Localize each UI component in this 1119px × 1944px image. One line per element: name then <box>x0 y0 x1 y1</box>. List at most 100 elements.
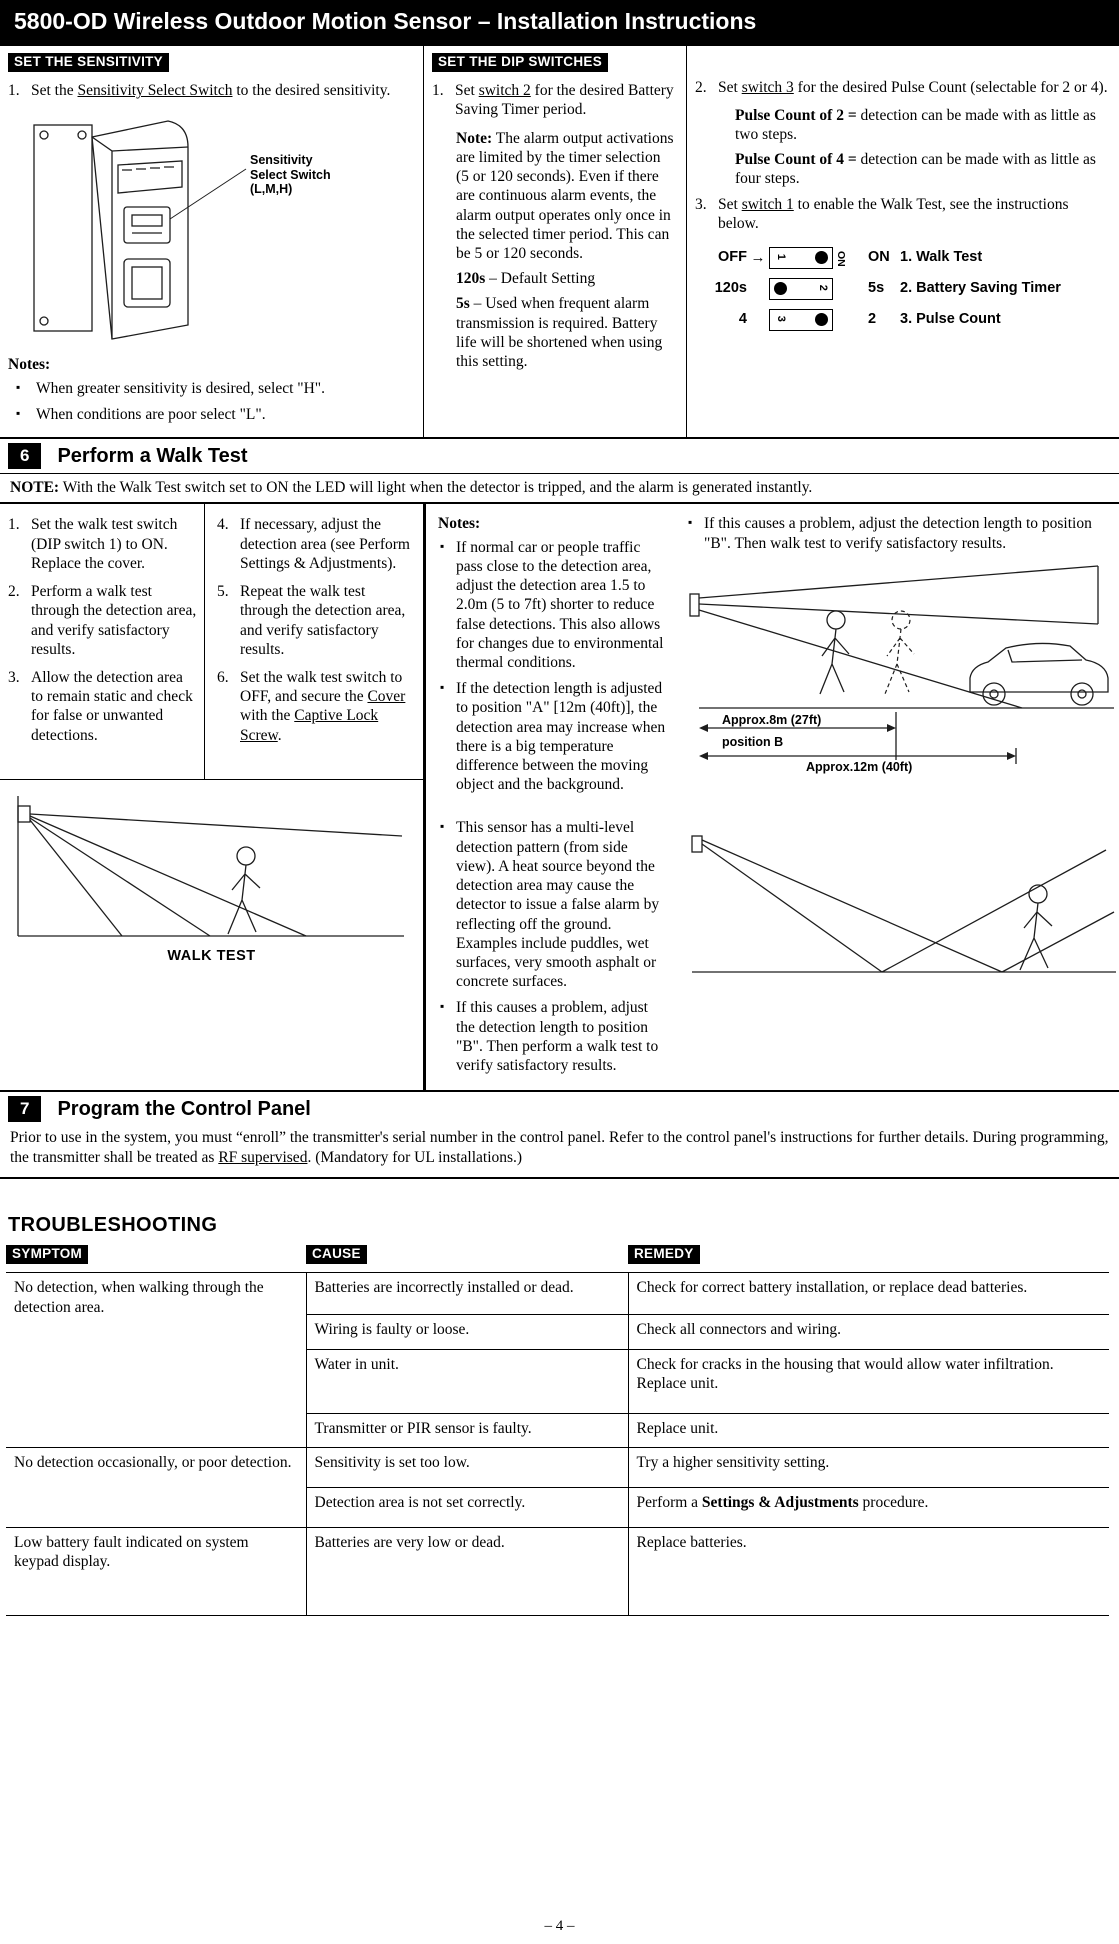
dip-switches-section-right: 2. Set switch 3 for the desired Pulse Co… <box>687 46 1119 438</box>
table-row: Transmitter or PIR sensor is faulty. Rep… <box>6 1413 1109 1448</box>
step-number: 1. <box>8 82 20 100</box>
table-row: Water in unit. Check for cracks in the h… <box>6 1349 1109 1414</box>
walk-note-3: If this causes a problem, adjust the det… <box>686 514 1115 552</box>
section-7-number: 7 <box>8 1096 42 1123</box>
side-view-note-2: If this causes a problem, adjust the det… <box>438 998 666 1075</box>
dip-step-1: 1. Set switch 2 for the desired Battery … <box>432 82 674 119</box>
remedy-cell: Try a higher sensitivity setting. <box>627 1447 1109 1488</box>
section-6-header: 6 Perform a Walk Test <box>0 437 1119 473</box>
walk-notes-col: Notes: If normal car or people traffic p… <box>423 504 676 1091</box>
troubleshooting-header-row: SYMPTOM CAUSE REMEDY <box>6 1243 1109 1274</box>
side-view-diagram <box>686 820 1116 985</box>
pulse-count-2: Pulse Count of 2 = detection can be made… <box>735 106 1096 143</box>
troubleshooting-table: SYMPTOM CAUSE REMEDY No detection, when … <box>6 1243 1109 1616</box>
walk-diagrams-col: If this causes a problem, adjust the det… <box>676 504 1119 1090</box>
switch-2-dot <box>774 282 787 296</box>
symptom-cell: Low battery fault indicated on system ke… <box>6 1527 306 1616</box>
set-sensitivity-section: SET THE SENSITIVITY 1. Set the Sensitivi… <box>0 45 424 438</box>
remedy-header: REMEDY <box>628 1244 700 1265</box>
dip-step-3: 3. Set switch 1 to enable the Walk Test,… <box>695 195 1069 232</box>
side-view-drawing <box>691 835 1116 973</box>
table-row: Detection area is not set correctly. Per… <box>6 1487 1109 1528</box>
program-section: 7 Program the Control Panel Prior to use… <box>0 1090 1119 1179</box>
walk-test-drawing <box>17 796 404 937</box>
table-row: No detection, when walking through the d… <box>6 1272 1109 1448</box>
sensitivity-note-2: When conditions are poor select "L". <box>8 405 413 424</box>
set-dip-switches-tag: SET THE DIP SWITCHES <box>432 52 609 73</box>
on-vertical-label: ON <box>835 250 848 267</box>
dip-note: Note: The alarm output activations are l… <box>456 129 674 262</box>
walk-step-4: 4.If necessary, adjust the detection are… <box>217 516 410 572</box>
walk-test-caption: WALK TEST <box>167 948 256 965</box>
cause-cell: Batteries are incorrectly installed or d… <box>305 1272 628 1316</box>
section-6-number: 6 <box>8 443 42 470</box>
dip-5s-setting: 5s – Used when frequent alarm transmissi… <box>456 295 663 371</box>
remedy-cell: Replace unit. <box>627 1413 1109 1448</box>
symptom-header: SYMPTOM <box>6 1244 89 1265</box>
table-row: Wiring is faulty or loose. Check all con… <box>6 1314 1109 1350</box>
dip-switch-3: 3 <box>769 309 833 332</box>
remedy-cell: Perform a Settings & Adjustments procedu… <box>627 1487 1109 1528</box>
symptom-cell: No detection, when walking through the d… <box>6 1272 306 1448</box>
switch-1-dot <box>815 251 828 265</box>
remedy-cell: Check for correct battery installation, … <box>627 1272 1109 1316</box>
motion-sensor-drawing <box>33 120 247 341</box>
walk-test-body: 1.Set the walk test switch (DIP switch 1… <box>0 504 1119 1091</box>
cause-cell: Water in unit. <box>305 1349 628 1414</box>
arrow-right-icon: → <box>750 248 766 266</box>
walk-step-1: 1.Set the walk test switch (DIP switch 1… <box>8 516 178 572</box>
step-text: Set the Sensitivity Select Switch to the… <box>31 82 391 100</box>
pulse-count-4: Pulse Count of 4 = detection can be made… <box>735 151 1096 188</box>
walk-step-5: 5.Repeat the walk test through the detec… <box>217 583 406 658</box>
sensor-illustration: Sensitivity Select Switch (L,M,H) <box>22 109 413 351</box>
sensitivity-step-1: 1. Set the Sensitivity Select Switch to … <box>8 81 413 100</box>
page-title: 5800-OD Wireless Outdoor Motion Sensor –… <box>0 0 1119 44</box>
walk-step-2: 2.Perform a walk test through the detect… <box>8 583 197 658</box>
dip-switches-section-left: SET THE DIP SWITCHES 1. Set switch 2 for… <box>424 45 687 438</box>
sensitivity-note-1: When greater sensitivity is desired, sel… <box>8 379 413 398</box>
section-7-header: 7 Program the Control Panel <box>0 1090 1119 1126</box>
walk-step-3: 3.Allow the detection area to remain sta… <box>8 668 193 744</box>
sensitivity-switch-callout: Sensitivity Select Switch (L,M,H) <box>250 153 331 197</box>
dip-step-2: 2. Set switch 3 for the desired Pulse Co… <box>695 78 1108 96</box>
top-section: SET THE SENSITIVITY 1. Set the Sensitivi… <box>0 43 1119 438</box>
walk-note-2: If the detection length is adjusted to p… <box>438 679 666 794</box>
program-paragraph: Prior to use in the system, you must “en… <box>10 1129 1109 1166</box>
walk-steps-col-2: 4.If necessary, adjust the detection are… <box>205 504 423 779</box>
walk-note-1: If normal car or people traffic pass clo… <box>438 538 666 673</box>
cause-cell: Detection area is not set correctly. <box>305 1487 628 1528</box>
walk-step-6: 6. Set the walk test switch to OFF, and … <box>217 668 406 744</box>
position-b-label: position B <box>722 735 783 749</box>
walk-steps-col-1: 1.Set the walk test switch (DIP switch 1… <box>0 504 205 780</box>
cause-header: CAUSE <box>306 1244 367 1265</box>
page-number: – 4 – <box>544 1918 575 1935</box>
walk-test-note: NOTE: With the Walk Test switch set to O… <box>0 473 1119 505</box>
table-row: Low battery fault indicated on system ke… <box>6 1527 1109 1616</box>
remedy-cell: Check for cracks in the housing that wou… <box>627 1349 1109 1414</box>
remedy-cell: Check all connectors and wiring. <box>627 1314 1109 1350</box>
notes-label: Notes: <box>8 356 51 374</box>
troubleshooting-title: TROUBLESHOOTING <box>8 1213 218 1236</box>
cause-cell: Batteries are very low or dead. <box>305 1527 628 1616</box>
symptom-cell: No detection occasionally, or poor detec… <box>6 1447 306 1528</box>
switch-3-dot <box>815 313 828 327</box>
set-sensitivity-tag: SET THE SENSITIVITY <box>8 52 169 73</box>
approx-8m-label: Approx.8m (27ft) <box>722 713 821 727</box>
remedy-cell: Replace batteries. <box>627 1527 1109 1616</box>
dip-switch-2: 2 <box>769 278 833 301</box>
detection-area-drawing: Approx.8m (27ft) position B Approx.12m (… <box>689 565 1114 774</box>
section-6-title: Perform a Walk Test <box>57 444 248 467</box>
dip-120s-setting: 120s – Default Setting <box>456 270 596 288</box>
side-view-note-1: This sensor has a multi-level detection … <box>438 818 666 991</box>
approx-12m-label: Approx.12m (40ft) <box>806 760 912 774</box>
cause-cell: Transmitter or PIR sensor is faulty. <box>305 1413 628 1448</box>
section-7-title: Program the Control Panel <box>57 1097 311 1120</box>
